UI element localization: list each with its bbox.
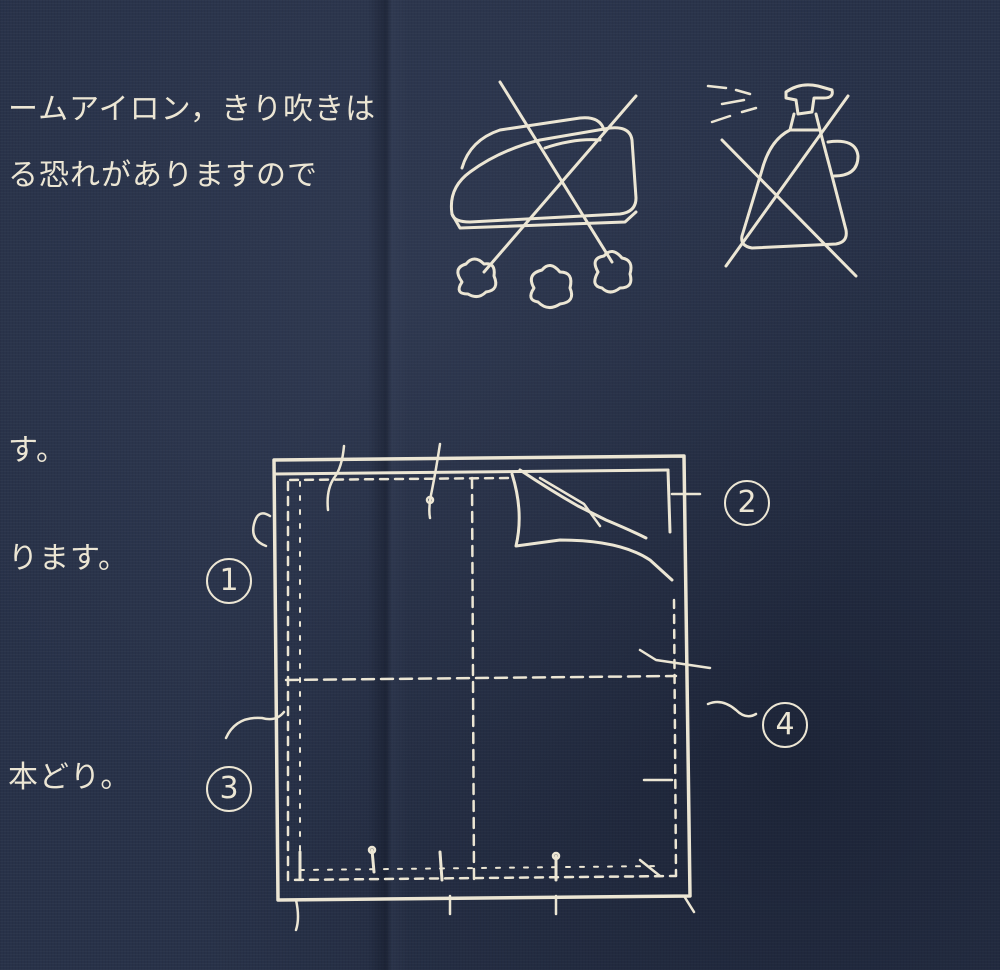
text-line-1: ームアイロン，きり吹きは xyxy=(8,92,377,127)
step-marker-4: 4 xyxy=(762,702,808,748)
text-line-2: る恐れがありますので xyxy=(8,158,318,193)
step-marker-2: 2 xyxy=(724,480,770,526)
text-line-3: す。 xyxy=(8,433,67,468)
step-marker-3: 3 xyxy=(206,766,252,812)
fabric-fold xyxy=(368,0,408,970)
text-line-5: 本どり。 xyxy=(8,760,132,795)
step-marker-1: 1 xyxy=(206,558,252,604)
text-line-4: ります。 xyxy=(8,541,129,576)
